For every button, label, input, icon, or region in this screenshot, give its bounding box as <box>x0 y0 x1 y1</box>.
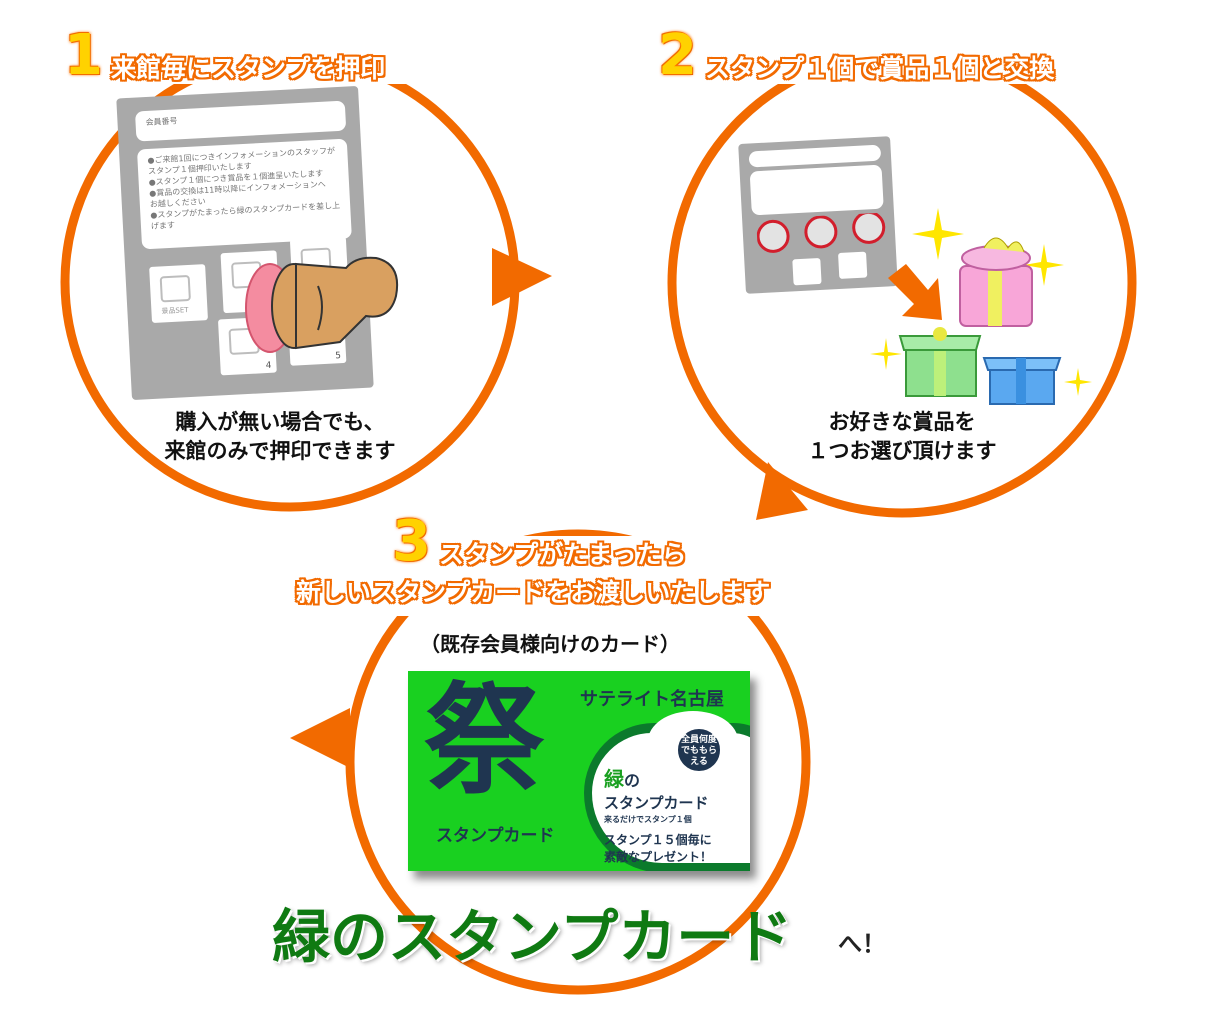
arrow-3-to-1 <box>290 708 350 768</box>
small-card-rules <box>749 164 884 216</box>
card-line4: スタンプ１５個毎に <box>604 833 712 847</box>
stamp-slot: 景品SET <box>149 264 208 323</box>
stamp-slot <box>838 251 868 279</box>
step1-caption-line2: 来館のみで押印できます <box>164 439 396 463</box>
card-line3: 来るだけでスタンプ１個 <box>604 815 692 824</box>
footer-title: 緑のスタンプカード <box>272 903 793 971</box>
stamp-card-header: 会員番号 <box>134 100 347 142</box>
step1-title: 1 来館毎にスタンプを押印 <box>64 28 385 84</box>
step3-title-line2: 新しいスタンプカードをお渡しいたします <box>296 578 771 607</box>
card-badge: 全員何度でももらえる <box>676 727 722 773</box>
step3-title: 3 スタンプがたまったら <box>392 514 686 570</box>
step3-title-2: 新しいスタンプカードをお渡しいたします <box>296 578 770 608</box>
rubber-stamp-icon <box>245 256 398 353</box>
step3-note: （既存会員様向けのカード） <box>420 632 680 656</box>
step1-title-text: 来館毎にスタンプを押印 <box>110 54 386 83</box>
stamp-slot <box>792 257 822 286</box>
arrow-2-to-3 <box>756 462 808 520</box>
small-card-header <box>748 144 882 168</box>
card-top-label: サテライト名古屋 <box>580 689 724 710</box>
card-line1: の <box>624 771 641 790</box>
step2-title: 2 スタンプ１個で賞品１個と交換 <box>658 28 1054 84</box>
step2-caption-line1: お好きな賞品を <box>828 410 976 434</box>
stamp-card-rules: ●ご来館1回につきインフォメーションのスタッフが スタンプ１個押印いたします ●… <box>136 138 352 250</box>
stamped-slots <box>756 212 886 253</box>
step2-title-text: スタンプ１個で賞品１個と交換 <box>704 54 1055 83</box>
gift-icon <box>159 274 191 303</box>
footer-suffix: へ！ <box>838 930 886 958</box>
step3-number: 3 <box>392 509 431 574</box>
arrow-1-to-2 <box>492 248 552 306</box>
step1-caption: 購入が無い場合でも、 来館のみで押印できます <box>120 408 440 466</box>
stamp-card-header-label: 会員番号 <box>145 116 178 128</box>
step3-title-line1: スタンプがたまったら <box>438 540 687 569</box>
card-kanji: 祭 <box>424 672 544 811</box>
card-accent-text: 緑 <box>604 767 624 791</box>
step2-caption-line2: １つお選び頂けます <box>807 439 997 463</box>
gift-boxes-icon <box>870 208 1092 405</box>
slot-label: 景品SET <box>161 306 189 316</box>
step2-number: 2 <box>658 23 697 88</box>
card-line5: 素敵なプレゼント！ <box>604 850 713 864</box>
step1-caption-line1: 購入が無い場合でも、 <box>175 410 385 434</box>
card-bottom-label: スタンプカード <box>436 826 555 846</box>
step1-number: 1 <box>64 23 103 88</box>
step2-caption: お好きな賞品を １つお選び頂けます <box>752 408 1052 466</box>
card-text-block: 緑の スタンプカード 来るだけでスタンプ１個 スタンプ１５個毎に 素敵なプレゼン… <box>604 763 712 865</box>
stamp-card-mock-small <box>738 136 898 294</box>
green-stamp-card: 祭 サテライト名古屋 スタンプカード 全員何度でももらえる 緑の スタンプカード… <box>408 671 750 871</box>
card-line2: スタンプカード <box>604 794 709 812</box>
